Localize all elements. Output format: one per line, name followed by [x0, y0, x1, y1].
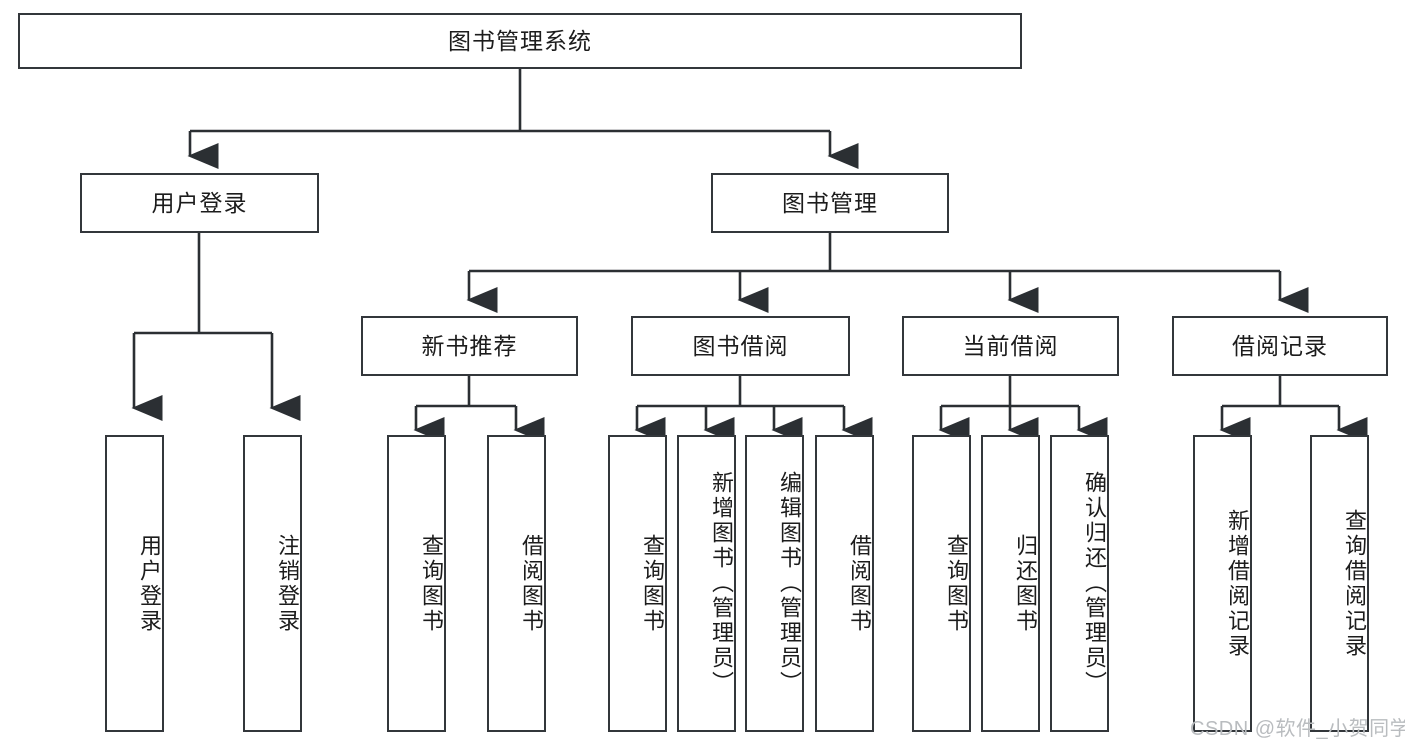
leaf-user-login-logout[interactable]: 注销登录	[243, 435, 302, 732]
node-label: 查询图书	[419, 533, 444, 634]
node-label: 编辑图书（管理员）	[777, 471, 802, 696]
leaf-current-borrow-return-book[interactable]: 归还图书	[981, 435, 1040, 732]
node-book-borrow[interactable]: 图书借阅	[631, 316, 850, 376]
node-label: 新增借阅记录	[1225, 508, 1250, 659]
node-label: 新增图书（管理员）	[709, 471, 734, 696]
leaf-book-borrow-add-book-admin[interactable]: 新增图书（管理员）	[677, 435, 736, 732]
node-label: 图书管理系统	[448, 27, 592, 54]
node-label: 用户登录	[137, 533, 162, 634]
node-label: 注销登录	[275, 533, 300, 634]
node-label: 确认归还（管理员）	[1082, 471, 1107, 696]
node-book-management[interactable]: 图书管理	[711, 173, 949, 233]
node-label: 新书推荐	[421, 332, 518, 359]
node-label: 图书管理	[782, 189, 878, 216]
leaf-user-login-login[interactable]: 用户登录	[105, 435, 164, 732]
node-new-book-recommend[interactable]: 新书推荐	[361, 316, 578, 376]
leaf-borrow-record-add-record[interactable]: 新增借阅记录	[1193, 435, 1252, 732]
node-label: 查询借阅记录	[1342, 508, 1367, 659]
leaf-book-borrow-query-book[interactable]: 查询图书	[608, 435, 667, 732]
leaf-current-borrow-confirm-return-admin[interactable]: 确认归还（管理员）	[1050, 435, 1109, 732]
leaf-new-book-borrow-book[interactable]: 借阅图书	[487, 435, 546, 732]
node-label: 查询图书	[640, 533, 665, 634]
node-user-login[interactable]: 用户登录	[80, 173, 319, 233]
node-root-book-management-system[interactable]: 图书管理系统	[18, 13, 1022, 69]
leaf-book-borrow-borrow-book[interactable]: 借阅图书	[815, 435, 874, 732]
node-current-borrow[interactable]: 当前借阅	[902, 316, 1119, 376]
node-label: 归还图书	[1013, 533, 1038, 634]
node-label: 查询图书	[944, 533, 969, 634]
node-label: 借阅记录	[1232, 332, 1328, 359]
node-label: 当前借阅	[962, 332, 1059, 359]
leaf-current-borrow-query-book[interactable]: 查询图书	[912, 435, 971, 732]
node-borrow-record[interactable]: 借阅记录	[1172, 316, 1388, 376]
node-label: 图书借阅	[692, 332, 789, 359]
node-label: 用户登录	[151, 189, 248, 216]
leaf-borrow-record-query-record[interactable]: 查询借阅记录	[1310, 435, 1369, 732]
node-label: 借阅图书	[519, 533, 544, 634]
leaf-book-borrow-edit-book-admin[interactable]: 编辑图书（管理员）	[745, 435, 804, 732]
node-label: 借阅图书	[847, 533, 872, 634]
csdn-watermark: CSDN @软件_小贺同学	[1190, 712, 1405, 741]
watermark-text: CSDN @软件_小贺同学	[1190, 718, 1405, 740]
leaf-new-book-query-book[interactable]: 查询图书	[387, 435, 446, 732]
